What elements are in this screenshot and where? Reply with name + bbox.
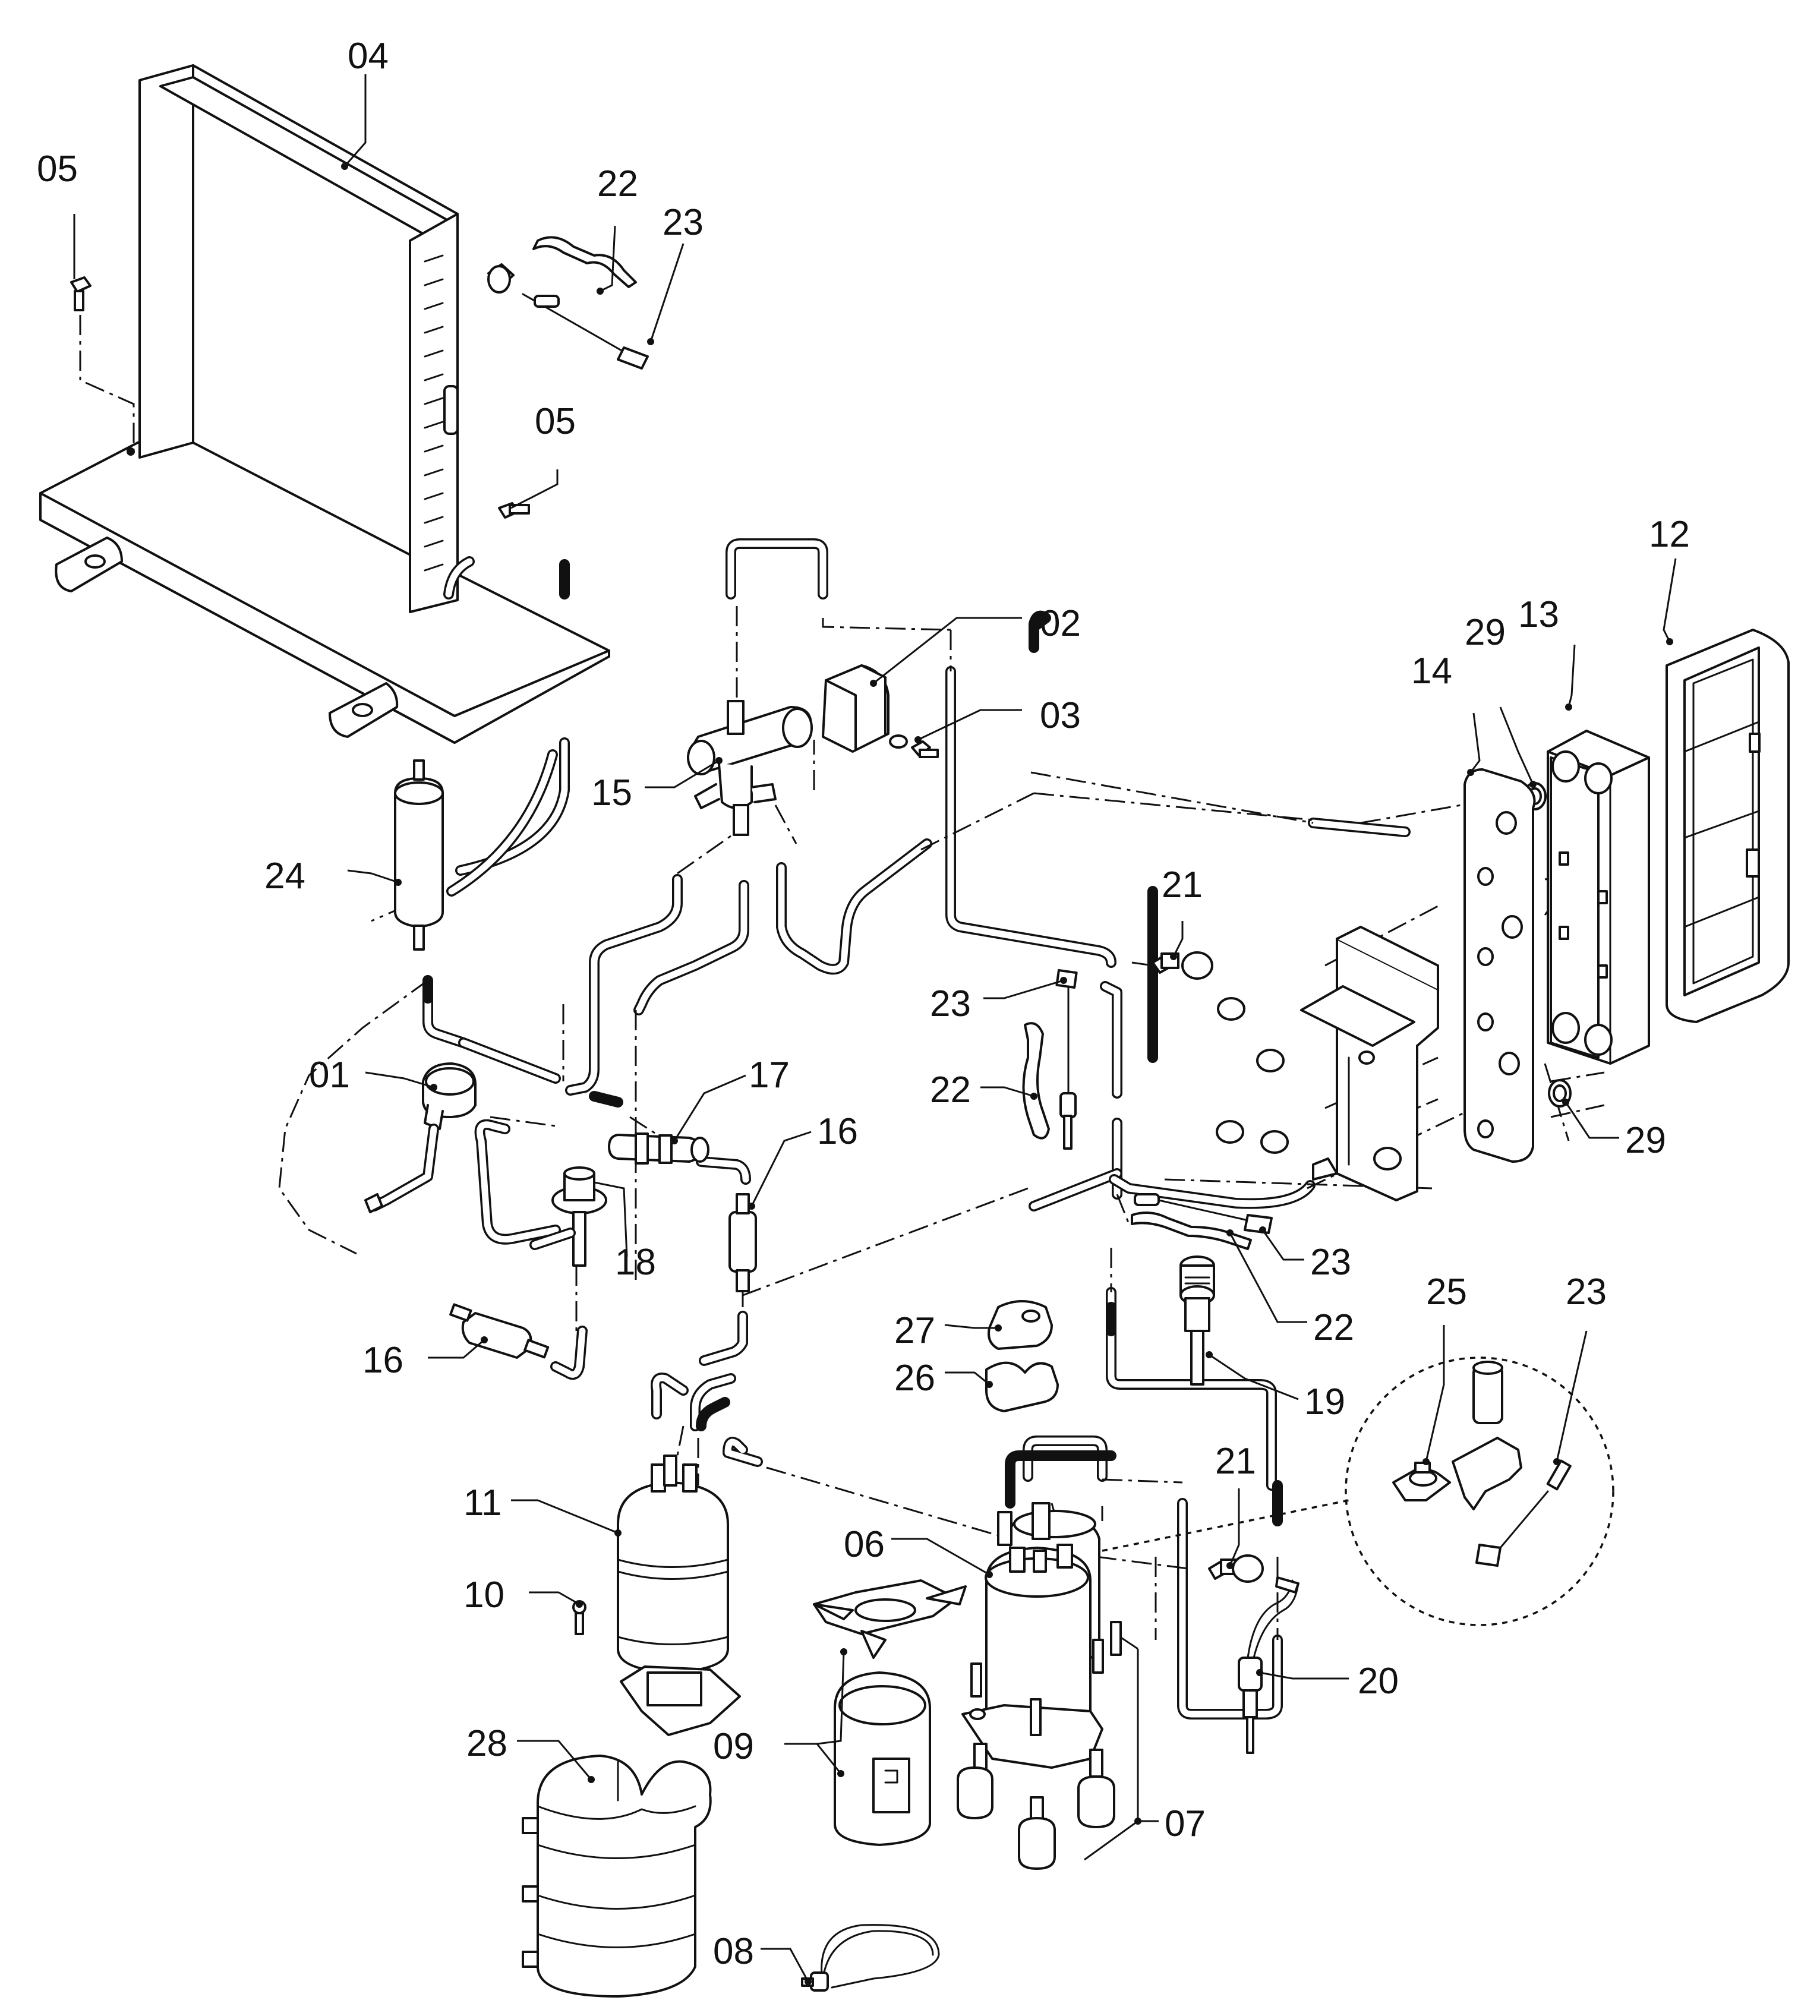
mounting-plate-14 xyxy=(1463,768,1536,1163)
callout-22: 22 xyxy=(930,1069,971,1110)
callout-05: 05 xyxy=(535,401,576,442)
nuts xyxy=(1216,997,1289,1154)
callout-11: 11 xyxy=(463,1482,501,1523)
callout-29: 29 xyxy=(1625,1120,1666,1161)
sensor-holder-22c xyxy=(1131,1212,1252,1250)
callout-19: 19 xyxy=(1304,1381,1345,1422)
clamp-26 xyxy=(985,1361,1059,1412)
expansion-valve-01 xyxy=(364,1062,477,1213)
callout-15: 15 xyxy=(591,772,632,813)
muffler-16b xyxy=(449,1303,550,1359)
callout-16: 16 xyxy=(362,1340,403,1381)
screw-03 xyxy=(889,734,939,758)
filter-drier-24 xyxy=(394,749,558,951)
screw-05a xyxy=(70,276,92,311)
callout-23: 23 xyxy=(1310,1242,1351,1283)
callout-22: 22 xyxy=(1313,1307,1354,1348)
thermostat-25 xyxy=(1392,1462,1451,1501)
insulation-jacket-28 xyxy=(522,1755,712,1998)
callout-07: 07 xyxy=(1165,1803,1206,1844)
callout-14: 14 xyxy=(1411,651,1452,692)
callout-23: 23 xyxy=(930,983,971,1024)
schrader-valve-21b xyxy=(1208,1554,1264,1583)
plate-heat-exchanger-13 xyxy=(1547,730,1650,1065)
sound-blanket-09-body xyxy=(834,1671,931,1846)
callout-10: 10 xyxy=(463,1575,504,1616)
schrader-valve-21a xyxy=(1152,951,1213,980)
callout-21: 21 xyxy=(1162,865,1203,906)
reversing-valve-15 xyxy=(687,700,813,836)
callout-12: 12 xyxy=(1649,514,1690,555)
leader-dots xyxy=(341,163,1673,1985)
callout-02: 02 xyxy=(1040,603,1081,644)
callout-13: 13 xyxy=(1518,594,1559,635)
callout-18: 18 xyxy=(615,1242,656,1283)
screw-05b xyxy=(498,502,530,519)
callout-04: 04 xyxy=(348,36,389,77)
callout-23: 23 xyxy=(1566,1272,1607,1313)
insulation-cover-12 xyxy=(1666,629,1790,1023)
callout-22: 22 xyxy=(597,163,638,204)
callout-28: 28 xyxy=(466,1723,507,1764)
clamp-27 xyxy=(988,1300,1053,1350)
mounting-grommets-07 xyxy=(957,1621,1139,1870)
check-valve-18 xyxy=(529,1166,607,1267)
callout-23: 23 xyxy=(663,202,704,243)
muffler-16a xyxy=(728,1193,757,1292)
thermistor-20 xyxy=(1238,1576,1299,1754)
callout-27: 27 xyxy=(894,1310,935,1351)
sound-blanket-09-top xyxy=(813,1579,967,1659)
callout-20: 20 xyxy=(1358,1661,1399,1702)
callout-05: 05 xyxy=(37,149,78,190)
callout-24: 24 xyxy=(264,856,305,897)
bracket-assembly xyxy=(1300,926,1439,1201)
callout-08: 08 xyxy=(713,1931,754,1972)
sensor-holder-22b xyxy=(1022,1022,1050,1140)
callout-06: 06 xyxy=(844,1524,885,1565)
pressure-switch-19 xyxy=(1179,1255,1215,1386)
sensor-holder-22a xyxy=(532,236,637,288)
callout-01: 01 xyxy=(309,1055,350,1096)
leader-lines xyxy=(73,74,1677,1982)
sensor-bracket xyxy=(1452,1361,1522,1510)
sensor-23d xyxy=(1475,1459,1572,1567)
accumulator-11 xyxy=(617,1455,741,1736)
callout-16: 16 xyxy=(817,1111,858,1152)
heater-cable-08 xyxy=(801,1924,940,1992)
callout-26: 26 xyxy=(894,1358,935,1399)
sensor-23a xyxy=(487,263,649,370)
callout-labels: 04 05 22 23 05 12 13 29 14 02 03 15 24 2… xyxy=(37,36,1690,1972)
strainer-17 xyxy=(608,1132,709,1165)
callout-25: 25 xyxy=(1426,1272,1467,1313)
reversing-valve-coil-02 xyxy=(822,664,890,753)
compressor-06 xyxy=(961,1502,1103,1769)
detail-circle xyxy=(1102,1356,1614,1626)
condenser-coil-assembly xyxy=(39,64,610,744)
callout-29: 29 xyxy=(1465,612,1506,653)
callout-17: 17 xyxy=(749,1055,790,1096)
callout-03: 03 xyxy=(1040,695,1081,736)
callout-21: 21 xyxy=(1215,1441,1256,1482)
pipe-network xyxy=(422,538,1411,1720)
callout-09: 09 xyxy=(713,1726,754,1767)
sensor-23b xyxy=(1055,969,1078,1150)
